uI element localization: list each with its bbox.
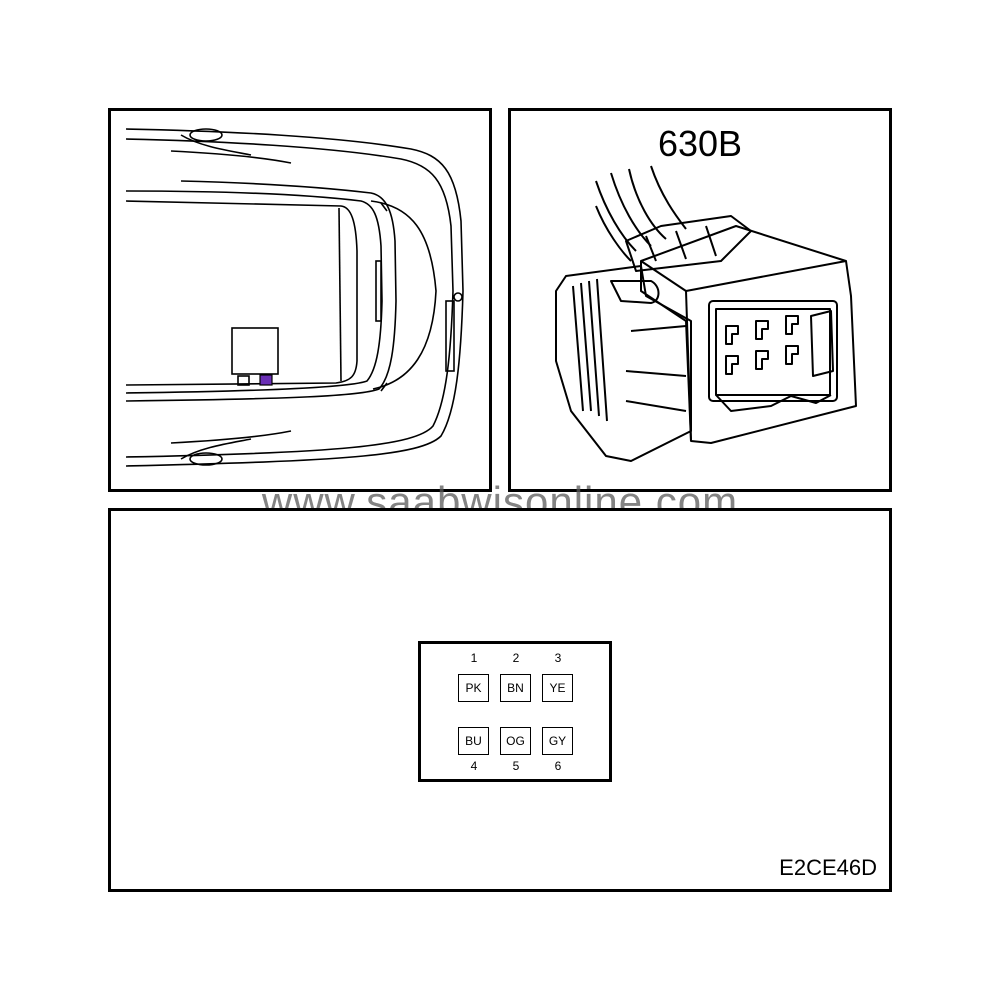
figure-code: E2CE46D — [779, 855, 877, 880]
pin-number-6: 6 — [554, 759, 562, 773]
pin-cell-3: YE — [542, 674, 573, 702]
pin-number-2: 2 — [512, 651, 520, 665]
pinout-frame: 1 2 3 PK BN YE BU OG GY 4 5 6 — [418, 641, 612, 782]
car-top-view-drawing — [125, 128, 464, 467]
connector-view-panel: 630B — [508, 108, 892, 492]
location-view-panel — [108, 108, 492, 492]
pin-cell-2: BN — [500, 674, 531, 702]
pin-cell-4: BU — [458, 727, 489, 755]
connector-id-label: 630B — [657, 123, 743, 164]
pin-cell-6: GY — [542, 727, 573, 755]
pin-number-5: 5 — [512, 759, 520, 773]
pin-number-4: 4 — [470, 759, 478, 773]
connector-630b-drawing — [555, 165, 857, 462]
pin-cell-5: OG — [500, 727, 531, 755]
pin-number-1: 1 — [470, 651, 478, 665]
pin-cell-1: PK — [458, 674, 489, 702]
pin-number-3: 3 — [554, 651, 562, 665]
